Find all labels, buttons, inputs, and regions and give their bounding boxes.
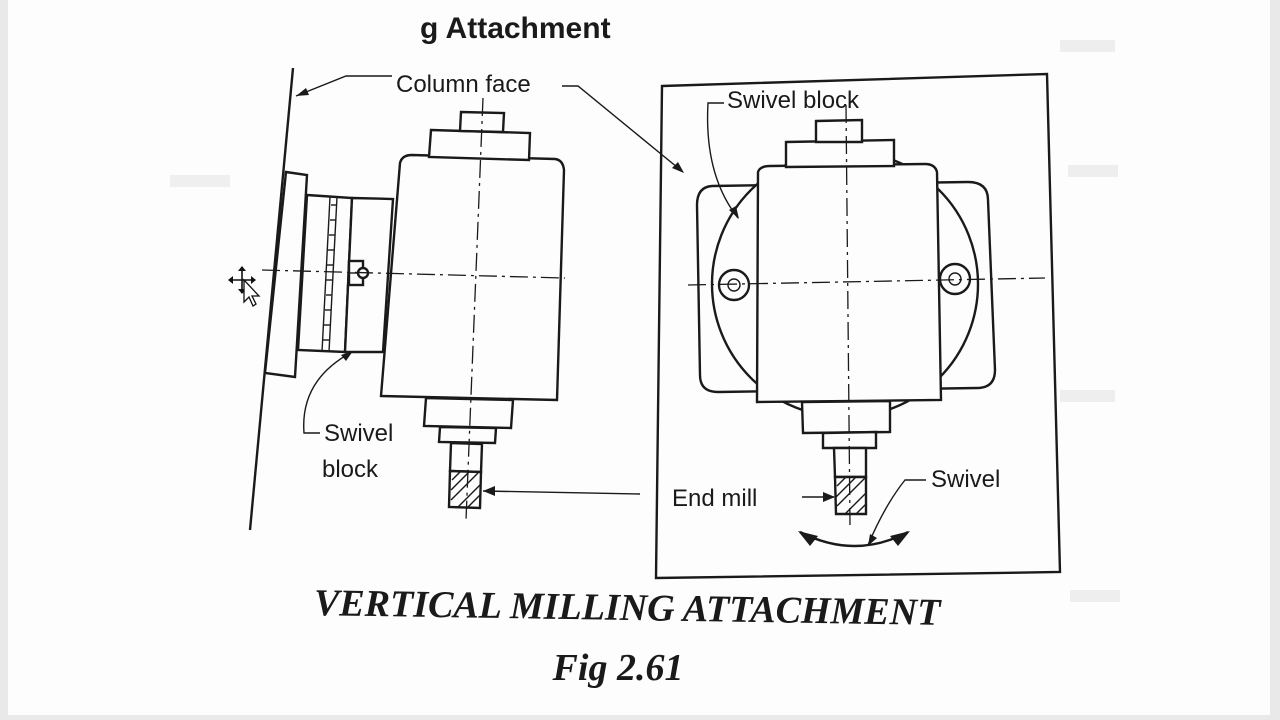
label-column-face: Column face [396, 71, 531, 98]
vertical-centerline-side [465, 97, 484, 521]
column-face-line [248, 67, 295, 531]
clamp-bolt-right [938, 262, 972, 296]
document-page: g Attachment [8, 0, 1270, 715]
arbor [448, 441, 484, 474]
spindle-head-front [755, 162, 943, 404]
front-spindle-nose [800, 399, 892, 435]
spindle-collar [437, 425, 498, 445]
end-mill-side [447, 469, 483, 510]
end-mill-front [833, 475, 868, 516]
spindle-head-top-collar [427, 128, 532, 162]
label-end-mill: End mill [672, 485, 757, 512]
front-view [654, 72, 1062, 580]
spindle-nose [422, 396, 515, 430]
swivel-block-side [296, 193, 354, 354]
graduated-scale [321, 196, 338, 353]
label-swivel-block-left-line1: Swivel [324, 420, 393, 447]
horizontal-centerline-front [687, 277, 1046, 286]
side-view [248, 67, 566, 531]
vertical-centerline-front [845, 104, 851, 526]
bleed-through-text [170, 40, 1120, 602]
label-swivel-block-left-line2: block [322, 456, 379, 483]
move-cursor-icon [228, 266, 261, 307]
caption-figure-number: Fig 2.61 [552, 647, 684, 689]
horizontal-centerline-side [261, 269, 566, 279]
vertical-milling-attachment-diagram: g Attachment [170, 0, 1120, 689]
section-header-fragment: g Attachment [420, 12, 611, 45]
leader-lines [295, 75, 926, 546]
front-top-collar [784, 138, 896, 169]
adapter-plate [343, 196, 395, 354]
mounting-flange [263, 170, 309, 379]
label-swivel-block-top: Swivel block [727, 87, 860, 114]
clamp-bolt-left [717, 268, 751, 302]
label-swivel: Swivel [931, 466, 1000, 493]
swivel-direction-arrow [798, 530, 910, 548]
spindle-head-body [379, 153, 566, 402]
caption-title: VERTICAL MILLING ATTACHMENT [314, 582, 943, 634]
column-face-panel [654, 72, 1062, 580]
front-top-cap [814, 118, 864, 144]
